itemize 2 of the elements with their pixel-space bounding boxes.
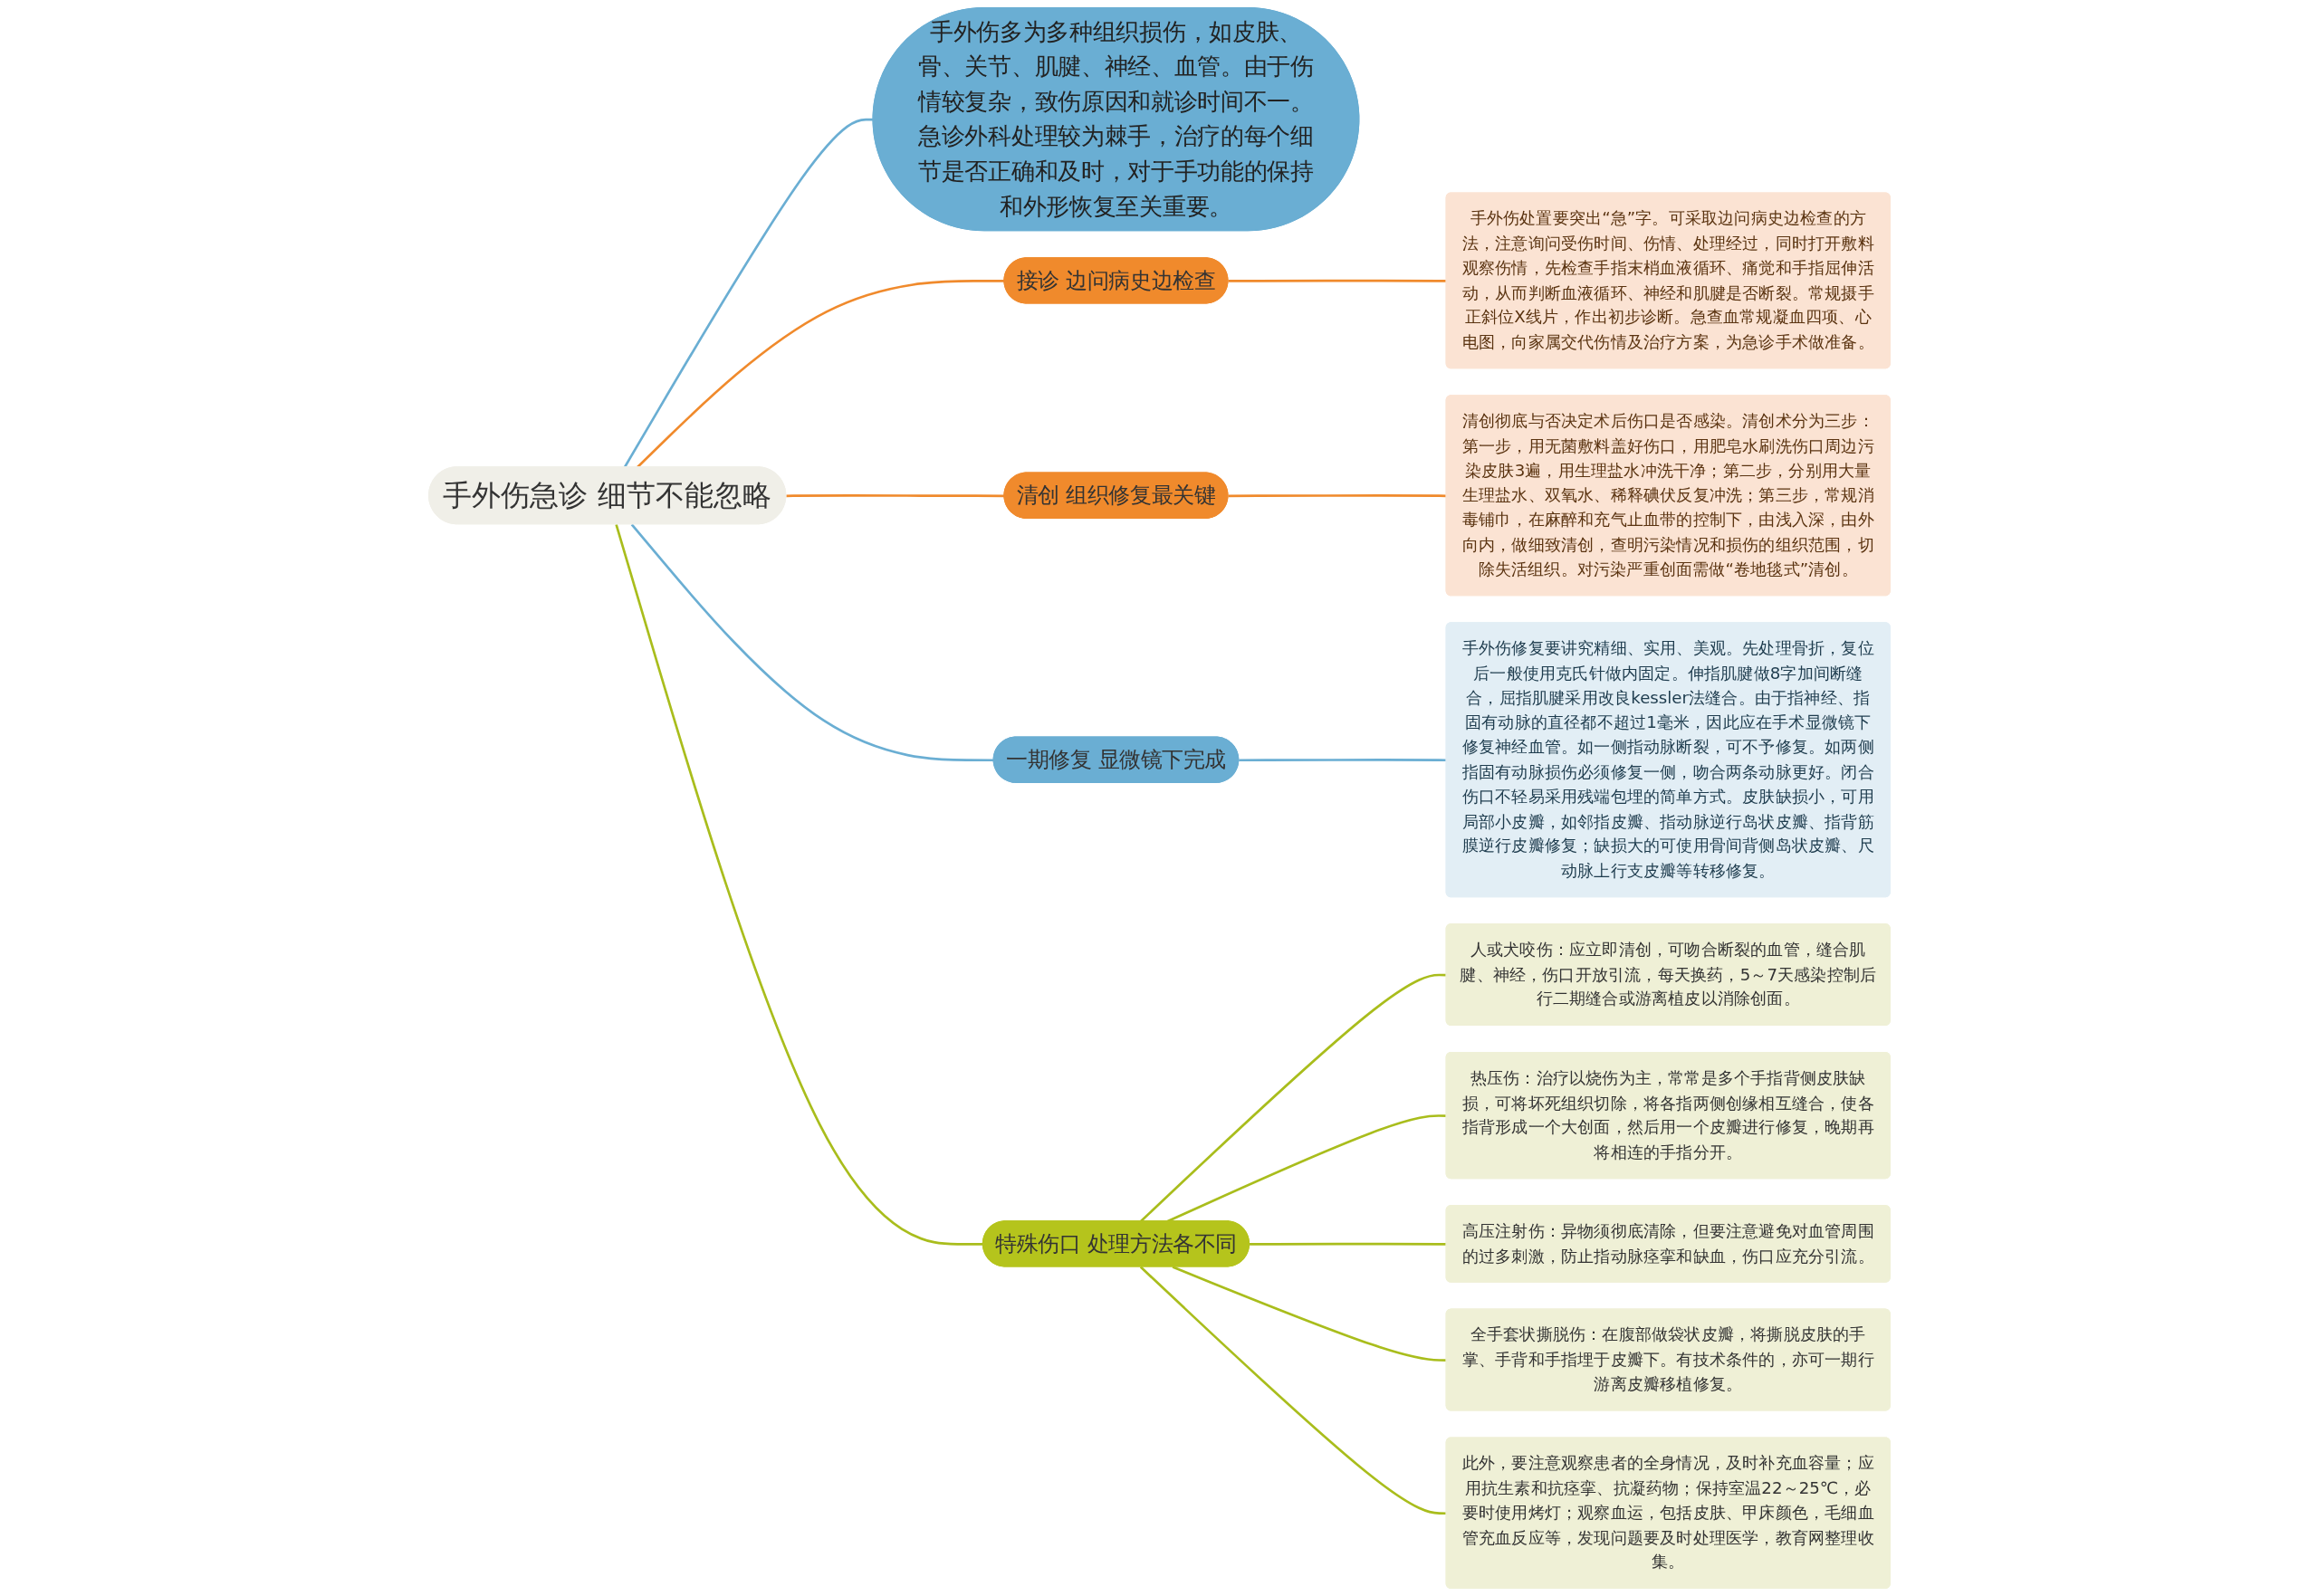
connector <box>630 523 994 762</box>
connector <box>785 494 1004 498</box>
